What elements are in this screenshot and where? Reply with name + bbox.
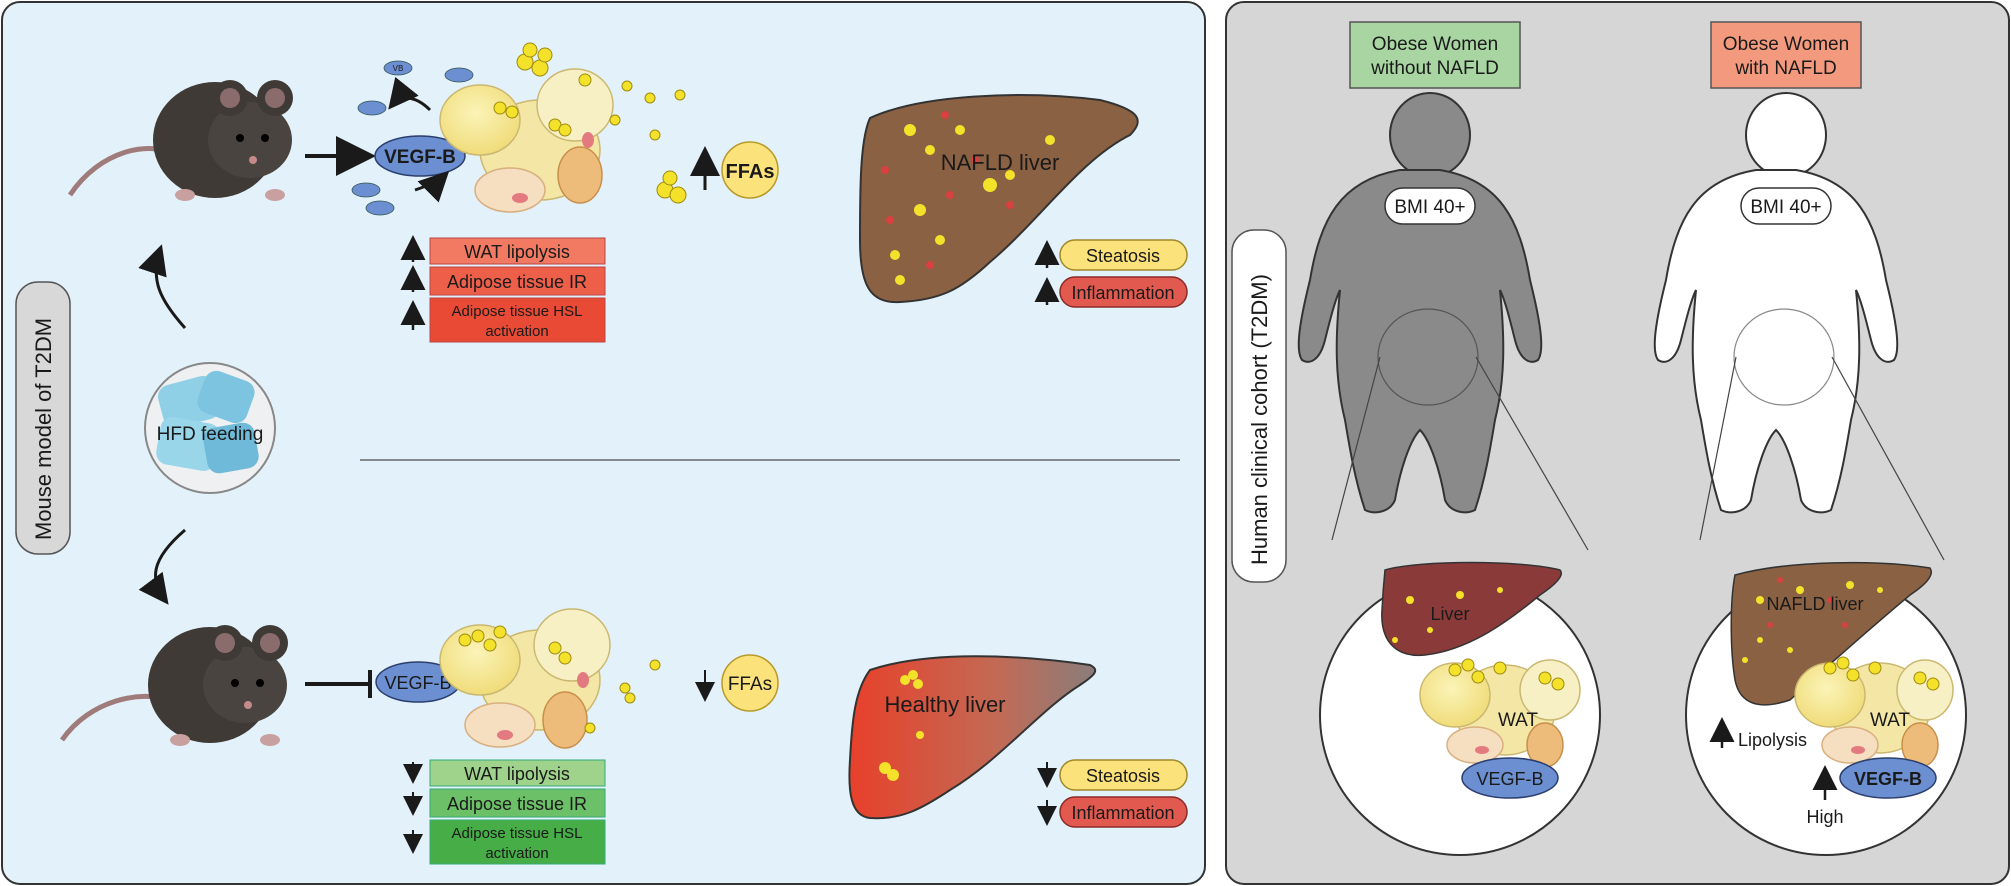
svg-text:FFAs: FFAs — [728, 674, 772, 695]
svg-text:VB: VB — [393, 64, 404, 73]
svg-text:HFD feeding: HFD feeding — [157, 424, 264, 445]
mouse-illustration-top — [67, 80, 293, 201]
svg-text:Healthy liver: Healthy liver — [884, 692, 1005, 717]
svg-text:VEGF-B: VEGF-B — [1476, 769, 1543, 789]
svg-text:Liver: Liver — [1430, 604, 1469, 624]
svg-text:VEGF-B: VEGF-B — [1854, 769, 1922, 789]
human-cohort-side-label: Human clinical cohort (T2DM) — [1231, 229, 1287, 583]
mouse-model-side-label: Mouse model of T2DM — [15, 281, 71, 555]
vb-molecules: VB — [351, 60, 474, 216]
svg-text:activation: activation — [485, 845, 548, 862]
zoom-lines — [1331, 356, 1945, 561]
ffa-droplets-top — [493, 42, 687, 204]
svg-text:NAFLD liver: NAFLD liver — [1766, 594, 1863, 614]
svg-text:Steatosis: Steatosis — [1086, 766, 1160, 786]
svg-text:activation: activation — [485, 323, 548, 340]
vegfb-top: VEGF-B — [374, 135, 466, 177]
svg-text:without NAFLD: without NAFLD — [1370, 58, 1499, 79]
body-silhouette-left: BMI 40+ — [1297, 92, 1543, 514]
svg-text:Adipose tissue IR: Adipose tissue IR — [447, 794, 587, 814]
body-silhouette-right: BMI 40+ — [1653, 92, 1899, 514]
svg-text:Steatosis: Steatosis — [1086, 246, 1160, 266]
vegfb-release-arrow-1 — [388, 76, 432, 112]
wat-effects-top: WAT lipolysis Adipose tissue IR Adipose … — [400, 235, 606, 343]
zoom-circle-left: Liver WAT VEGF-B — [1319, 561, 1601, 856]
hfd-arrow-down — [138, 528, 186, 605]
svg-text:Mouse model of T2DM: Mouse model of T2DM — [31, 318, 56, 540]
vegfb-release-arrow-2 — [414, 170, 450, 203]
svg-text:High: High — [1806, 807, 1843, 827]
svg-text:with NAFLD: with NAFLD — [1734, 58, 1836, 79]
svg-text:Lipolysis: Lipolysis — [1738, 730, 1807, 750]
nafld-liver-top: NAFLD liver — [858, 94, 1139, 304]
svg-text:VEGF-B: VEGF-B — [384, 147, 456, 168]
zoom-circle-right: NAFLD liver WAT Lipolysis VEGF-B High — [1685, 561, 1967, 856]
ffa-badge-bottom: FFAs — [721, 654, 779, 712]
outcomes-top: Steatosis Inflammation — [1034, 239, 1188, 308]
svg-text:Adipose tissue HSL: Adipose tissue HSL — [452, 303, 583, 320]
title-with-nafld: Obese Women with NAFLD — [1710, 21, 1862, 89]
title-without-nafld: Obese Women without NAFLD — [1349, 21, 1521, 89]
svg-text:WAT: WAT — [1498, 710, 1538, 731]
hfd-arrow-up — [138, 244, 187, 329]
vegfb-bottom: VEGF-B — [375, 661, 461, 703]
svg-text:BMI 40+: BMI 40+ — [1394, 197, 1465, 218]
outcomes-bottom: Steatosis Inflammation — [1037, 759, 1188, 828]
ffa-badge-top: FFAs — [721, 141, 779, 199]
svg-text:Adipose tissue IR: Adipose tissue IR — [447, 272, 587, 292]
svg-text:WAT: WAT — [1870, 710, 1910, 731]
svg-text:WAT lipolysis: WAT lipolysis — [464, 242, 570, 262]
inhibition-arrow-bottom — [305, 670, 372, 698]
wat-effects-bottom: WAT lipolysis Adipose tissue IR Adipose … — [403, 759, 606, 865]
svg-text:NAFLD liver: NAFLD liver — [941, 150, 1060, 175]
svg-text:VEGF-B: VEGF-B — [384, 673, 451, 693]
svg-text:WAT lipolysis: WAT lipolysis — [464, 764, 570, 784]
svg-text:Inflammation: Inflammation — [1071, 803, 1174, 823]
svg-text:Adipose tissue HSL: Adipose tissue HSL — [452, 825, 583, 842]
svg-text:BMI 40+: BMI 40+ — [1750, 197, 1821, 218]
svg-text:Inflammation: Inflammation — [1071, 283, 1174, 303]
svg-text:Human clinical cohort (T2DM): Human clinical cohort (T2DM) — [1247, 274, 1272, 565]
adipose-cluster-bottom — [439, 608, 661, 749]
svg-text:Obese Women: Obese Women — [1372, 34, 1498, 55]
svg-text:FFAs: FFAs — [726, 161, 775, 183]
hfd-feeding-icon: HFD feeding — [144, 362, 276, 494]
healthy-liver-bottom: Healthy liver — [848, 655, 1097, 820]
mouse-illustration-bottom — [59, 625, 288, 746]
svg-text:Obese Women: Obese Women — [1723, 34, 1849, 55]
